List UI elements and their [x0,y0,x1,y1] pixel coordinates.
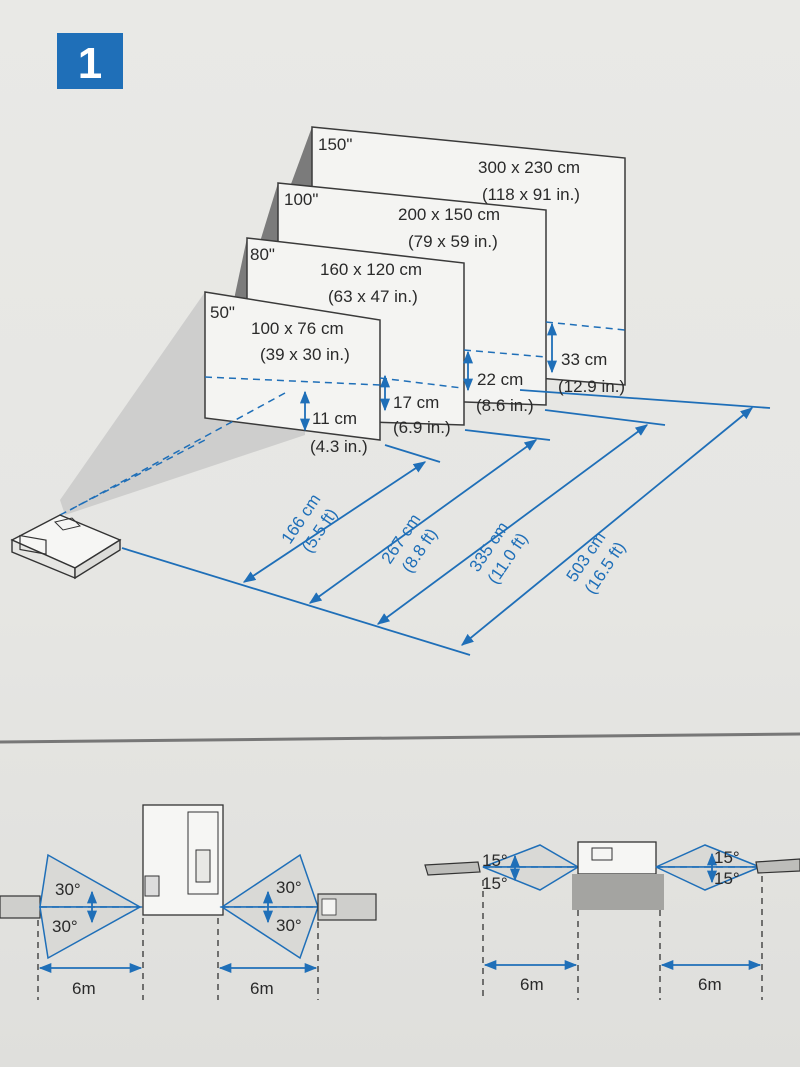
screen-50-size-cm: 100 x 76 cm [251,319,344,338]
angle-left-upper: 30° [55,880,81,899]
remote-range-horizontal: 30° 30° 30° 30° 6m 6m [0,804,377,1000]
angle-right-upper: 30° [276,878,302,897]
remote-side-left-icon [424,861,481,876]
offset-50-cm: 11 cm [312,409,357,428]
offset-100-in: (8.6 in.) [476,396,534,415]
vangle-left-upper: 15° [482,851,508,870]
screen-150-size-in: (118 x 91 in.) [482,185,580,204]
projector-stand [572,874,664,910]
vangle-left-lower: 15° [482,874,508,893]
distance-right: 6m [250,979,274,998]
screen-50-size-in: (39 x 30 in.) [260,345,350,364]
screen-100-diag: 100" [284,190,318,209]
screen-80-size-in: (63 x 47 in.) [328,287,418,306]
screen-80-diag: 80" [250,245,275,264]
projector-top-icon [142,804,224,916]
projection-beam [60,292,305,515]
section-divider [0,732,800,744]
vdistance-right: 6m [698,975,722,994]
vdistance-left: 6m [520,975,544,994]
screen-80-size-cm: 160 x 120 cm [320,260,422,279]
step-number: 1 [78,39,102,88]
remote-side-right-icon [755,858,800,874]
remote-left-icon [0,895,41,919]
offset-100-cm: 22 cm [477,370,523,389]
offset-80-in: (6.9 in.) [393,418,451,437]
screen-150-diag: 150" [318,135,352,154]
step-badge: 1 [57,33,123,89]
projector-icon [10,514,122,580]
vangle-right-upper: 15° [714,848,740,867]
distance-left: 6m [72,979,96,998]
distance-arrow-150 [461,407,753,646]
remote-range-vertical: 15° 15° 15° 15° 6m 6m [424,841,800,1000]
offset-150-cm: 33 cm [561,350,607,369]
projector-side-icon [577,841,657,875]
screen-50-diag: 50" [210,303,235,322]
angle-left-lower: 30° [52,917,78,936]
floor-far-line [519,389,771,409]
offset-80-cm: 17 cm [393,393,439,412]
screen-100-size-cm: 200 x 150 cm [398,205,500,224]
offset-50-in: (4.3 in.) [310,437,368,456]
offset-150-in: (12.9 in.) [558,377,625,396]
screen-100-size-in: (79 x 59 in.) [408,232,498,251]
screen-150-size-cm: 300 x 230 cm [478,158,580,177]
throw-distance-diagram: 150" 300 x 230 cm (118 x 91 in.) 100" 20… [10,126,771,656]
floor-baseline [121,547,471,656]
angle-right-lower: 30° [276,916,302,935]
vangle-right-lower: 15° [714,869,740,888]
